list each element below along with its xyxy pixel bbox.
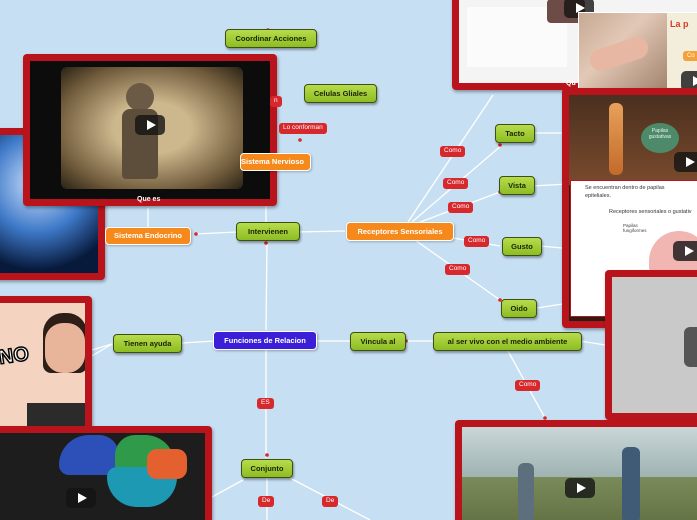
connector-label-como: Como bbox=[515, 380, 541, 391]
connector-label-de: De bbox=[322, 496, 339, 507]
slide-line: Receptores sensoriales o gustativ bbox=[609, 209, 692, 215]
connector-label-de: De bbox=[258, 496, 275, 507]
media-card-ambiente[interactable] bbox=[455, 420, 697, 520]
node-vista[interactable]: Vista bbox=[499, 176, 535, 195]
node-intervienen[interactable]: Intervienen bbox=[236, 222, 300, 241]
media-card-meme[interactable]: NO bbox=[0, 296, 92, 442]
node-tienen-ayuda[interactable]: Tienen ayuda bbox=[113, 334, 182, 353]
connector-label-lo-conforman: Lo conforman bbox=[279, 123, 327, 134]
caption-que-es: Que es bbox=[137, 196, 161, 203]
node-funciones-de-relacion[interactable]: Funciones de Relacion bbox=[213, 331, 317, 350]
node-receptores-sensoriales[interactable]: Receptores Sensoriales bbox=[346, 222, 454, 241]
connector-label-como: Como bbox=[464, 236, 490, 247]
play-icon[interactable] bbox=[681, 71, 697, 91]
photo-card-tag: Co bbox=[683, 51, 697, 61]
play-icon[interactable] bbox=[565, 478, 595, 498]
node-oido[interactable]: Oido bbox=[501, 299, 537, 318]
play-icon[interactable] bbox=[135, 115, 165, 135]
node-vincula-al[interactable]: Vincula al bbox=[350, 332, 406, 351]
slide-line: epiteliales. bbox=[585, 193, 611, 199]
media-thumbnail bbox=[0, 433, 205, 520]
media-thumbnail bbox=[462, 427, 697, 520]
slide-line: Se encuentran dentro de papilas bbox=[585, 185, 665, 191]
node-sistema-nervioso[interactable]: Sistema Nervioso bbox=[240, 153, 311, 171]
connector-label-como: Como bbox=[440, 146, 466, 157]
node-ser-vivo-medio-ambiente[interactable]: al ser vivo con el medio ambiente bbox=[433, 332, 582, 351]
node-sistema-endocrino[interactable]: Sistema Endocrino bbox=[105, 227, 191, 245]
node-coordinar-acciones[interactable]: Coordinar Acciones bbox=[225, 29, 317, 48]
meme-text: NO bbox=[0, 342, 31, 369]
photo-card-text: La p bbox=[670, 19, 689, 29]
connector-label-como: Como bbox=[448, 202, 474, 213]
connector-label-como: Como bbox=[443, 178, 469, 189]
connector-label-partial: n bbox=[270, 96, 282, 107]
play-icon[interactable] bbox=[674, 152, 697, 172]
play-icon[interactable] bbox=[673, 241, 697, 261]
node-gusto[interactable]: Gusto bbox=[502, 237, 542, 256]
caption-que-partial: Qu bbox=[566, 80, 576, 87]
media-thumbnail bbox=[612, 277, 697, 413]
media-card-child[interactable] bbox=[23, 54, 277, 206]
play-icon[interactable] bbox=[66, 488, 96, 508]
media-card-oido[interactable] bbox=[605, 270, 697, 420]
media-thumbnail: NO bbox=[0, 303, 85, 435]
media-card-brain-lobes[interactable] bbox=[0, 426, 212, 520]
node-conjunto[interactable]: Conjunto bbox=[241, 459, 293, 478]
node-celulas-gliales[interactable]: Celulas Gliales bbox=[304, 84, 377, 103]
node-tacto[interactable]: Tacto bbox=[495, 124, 535, 143]
photo-card-hands[interactable]: La p Co bbox=[578, 12, 697, 96]
connector-label-es: ES bbox=[257, 398, 274, 409]
connector-label-como: Como bbox=[445, 264, 471, 275]
